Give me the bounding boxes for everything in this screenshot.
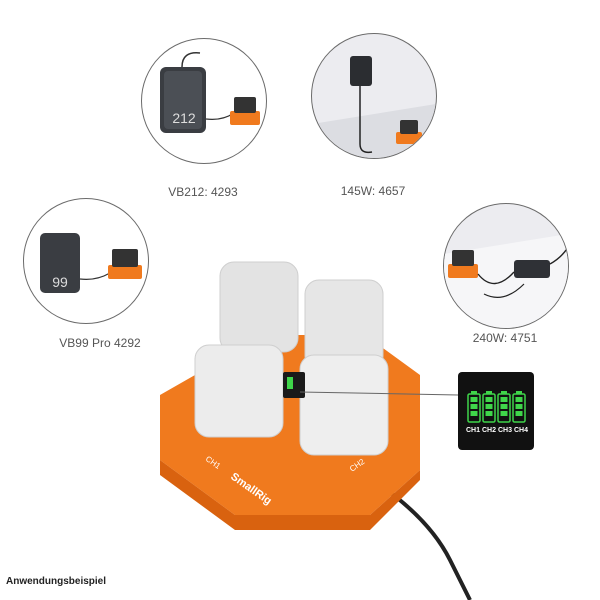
display-ch1-label: CH1 bbox=[466, 427, 481, 434]
ch1-port-label: CH1 bbox=[204, 454, 223, 471]
vb99-screen-text: 99 bbox=[52, 274, 68, 290]
battery-icon-ch1 bbox=[467, 391, 481, 423]
240w-illustration bbox=[444, 234, 568, 328]
display-ch3-label: CH3 bbox=[498, 427, 513, 434]
vb212-label: VB212: 4293 bbox=[168, 185, 238, 199]
charge-status-display: CH1 CH2 CH3 CH4 bbox=[458, 372, 534, 450]
battery-icon-ch2 bbox=[482, 391, 496, 423]
vb212-illustration: 212 bbox=[160, 52, 260, 133]
240w-label: 240W: 4751 bbox=[472, 331, 538, 345]
vb212-screen-text: 212 bbox=[172, 110, 196, 126]
caption: Anwendungsbeispiel bbox=[6, 576, 107, 587]
vb99-label: VB99 Pro 4292 bbox=[59, 336, 141, 350]
145w-illustration bbox=[312, 56, 436, 158]
display-ch4-label: CH4 bbox=[514, 427, 529, 434]
240w-example-circle bbox=[443, 203, 569, 329]
ch2-port-label: CH2 bbox=[348, 457, 367, 474]
vb99-illustration: 99 bbox=[40, 233, 142, 293]
145w-example-circle bbox=[311, 33, 437, 159]
display-ch2-label: CH2 bbox=[482, 427, 497, 434]
vb212-example-circle: 212 bbox=[141, 38, 267, 164]
charger-brand-text: SmallRig bbox=[228, 471, 273, 508]
vb99-example-circle: 99 bbox=[23, 198, 149, 324]
battery-indicators bbox=[467, 391, 526, 423]
145w-label: 145W: 4657 bbox=[340, 184, 406, 198]
battery-icon-ch3 bbox=[497, 391, 511, 423]
battery-icon-ch4 bbox=[512, 391, 526, 423]
